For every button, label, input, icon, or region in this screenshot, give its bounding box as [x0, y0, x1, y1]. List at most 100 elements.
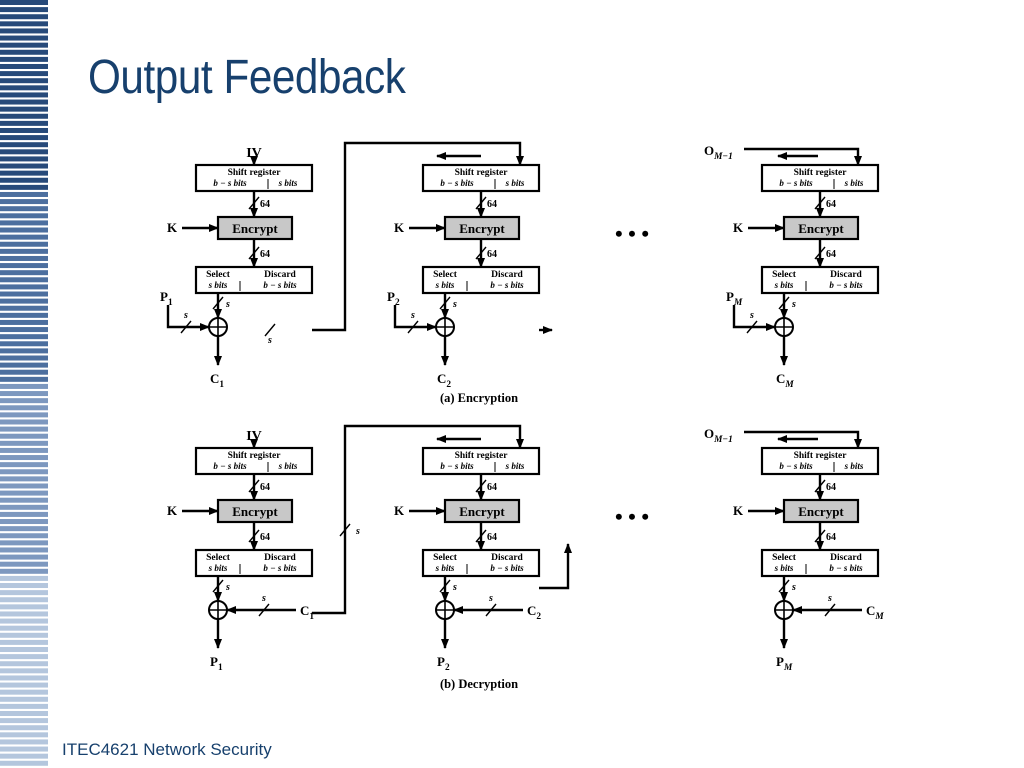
stripe-bar — [0, 732, 48, 738]
width-slash — [475, 479, 487, 493]
key-label: K — [733, 220, 744, 235]
select-discard-box — [760, 548, 880, 578]
o-m-minus-1-label: OM−1 — [704, 426, 733, 445]
select-sbits: s bits — [774, 563, 794, 573]
width-64-label: 64 — [826, 482, 836, 493]
discard-label: Discard — [264, 270, 296, 280]
shift-register-bsbits: b − s bits — [779, 178, 813, 188]
encrypt-label: Encrypt — [232, 504, 278, 519]
width-slash — [180, 320, 192, 334]
width-s-label: s — [452, 299, 457, 310]
stripe-bar — [0, 120, 48, 126]
stripe-bar — [0, 504, 48, 510]
width-64-label: 64 — [260, 199, 270, 210]
output-continue-arrow — [539, 543, 572, 590]
stripe-bar — [0, 412, 48, 418]
stripe-bar — [0, 519, 48, 525]
stripe-bar — [0, 199, 48, 205]
stripe-bar — [0, 718, 48, 724]
feedback-path — [312, 424, 524, 615]
width-slash — [212, 296, 224, 310]
stripe-bar — [0, 561, 48, 567]
stripe-bar — [0, 455, 48, 461]
stripe-bar — [0, 661, 48, 667]
width-s-label: s — [183, 310, 188, 321]
encrypt-label: Encrypt — [798, 221, 844, 236]
discard-bsbits: b − s bits — [263, 563, 297, 573]
ciphertext-label: CM — [866, 603, 884, 622]
stripe-bar — [0, 255, 48, 261]
width-slash — [407, 320, 419, 334]
iv-label: IV — [246, 429, 262, 444]
caption-decryption: (b) Decryption — [440, 677, 518, 691]
key-label: K — [167, 220, 178, 235]
select-discard-box — [421, 265, 541, 295]
select-label: Select — [206, 270, 231, 280]
stripe-bar — [0, 327, 48, 333]
select-label: Select — [433, 270, 458, 280]
stripe-bar — [0, 625, 48, 631]
shift-register-bsbits: b − s bits — [440, 461, 474, 471]
stripe-bar — [0, 291, 48, 297]
stripe-bar — [0, 618, 48, 624]
shift-register-box — [421, 446, 541, 476]
width-slash — [475, 529, 487, 543]
select-label: Select — [206, 553, 231, 563]
discard-bsbits: b − s bits — [490, 563, 524, 573]
stripe-bar — [0, 668, 48, 674]
stripe-bar — [0, 405, 48, 411]
stripe-bar — [0, 689, 48, 695]
page-title: Output Feedback — [88, 51, 406, 104]
xor-operator — [435, 600, 455, 620]
width-slash — [475, 246, 487, 260]
stripe-bar — [0, 0, 48, 5]
select-sbits: s bits — [435, 563, 455, 573]
discard-label: Discard — [830, 270, 862, 280]
stripe-bar — [0, 611, 48, 617]
plaintext-input-line — [393, 305, 437, 331]
width-slash — [814, 529, 826, 543]
shift-register-sbits: s bits — [505, 461, 525, 471]
key-label: K — [733, 503, 744, 518]
select-sbits: s bits — [774, 280, 794, 290]
width-s-label: s — [749, 310, 754, 321]
select-sbits: s bits — [208, 563, 228, 573]
stripe-bar — [0, 511, 48, 517]
footer-text: ITEC4621 Network Security — [62, 740, 272, 759]
width-s-label: s — [355, 526, 360, 537]
width-slash — [264, 323, 276, 337]
width-64-label: 64 — [487, 249, 497, 260]
stripe-bar — [0, 92, 48, 98]
stripe-bar — [0, 184, 48, 190]
stripe-bar — [0, 28, 48, 34]
key-label: K — [167, 503, 178, 518]
stripe-bar — [0, 71, 48, 77]
stripe-bar — [0, 99, 48, 105]
stripe-bar — [0, 35, 48, 41]
encrypt-label: Encrypt — [798, 504, 844, 519]
width-slash — [248, 196, 260, 210]
stripe-bar — [0, 746, 48, 752]
width-s-label: s — [261, 593, 266, 604]
plaintext-label: P2 — [437, 654, 450, 673]
om1-feed-line — [744, 147, 862, 166]
stripe-bar — [0, 383, 48, 389]
stripe-bar — [0, 305, 48, 311]
stripe-bar — [0, 654, 48, 660]
xor-operator — [774, 600, 794, 620]
stripe-bar — [0, 426, 48, 432]
width-s-label: s — [267, 335, 272, 346]
stripe-bar — [0, 604, 48, 610]
width-s-label: s — [452, 582, 457, 593]
discard-label: Discard — [491, 270, 523, 280]
stripe-bar — [0, 213, 48, 219]
width-64-label: 64 — [826, 199, 836, 210]
stripe-bar — [0, 85, 48, 91]
stripe-bar — [0, 419, 48, 425]
width-64-label: 64 — [260, 482, 270, 493]
stripe-bar — [0, 113, 48, 119]
stripe-bar — [0, 341, 48, 347]
shift-register-bsbits: b − s bits — [440, 178, 474, 188]
feedback-path — [312, 141, 524, 332]
plaintext-label: P1 — [210, 654, 223, 673]
